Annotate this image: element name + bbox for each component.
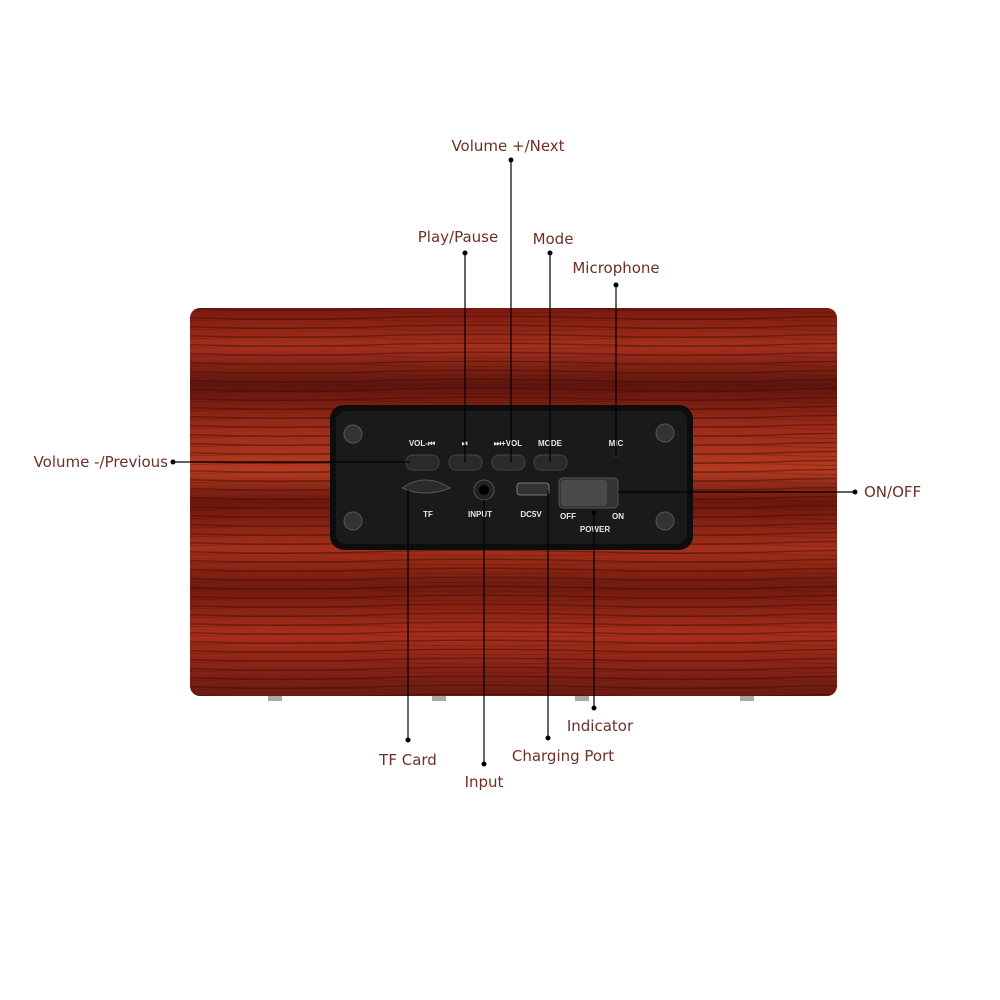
callout-volume-previous: Volume -/Previous bbox=[34, 453, 169, 471]
vol-minus-label: VOL-⏮ bbox=[409, 439, 435, 448]
volume-next-button[interactable] bbox=[491, 454, 526, 471]
charging-port[interactable] bbox=[516, 482, 550, 496]
vol-plus-label: ⏭+VOL bbox=[494, 439, 522, 448]
input-label: INPUT bbox=[468, 510, 492, 519]
callout-play-pause: Play/Pause bbox=[418, 228, 498, 246]
screw-icon bbox=[343, 424, 363, 444]
power-label: POWER bbox=[580, 525, 610, 534]
foot bbox=[268, 696, 282, 701]
callout-charging-port: Charging Port bbox=[512, 747, 614, 765]
callout-dots bbox=[170, 157, 858, 767]
callout-input: Input bbox=[465, 773, 504, 791]
callout-indicator: Indicator bbox=[567, 717, 634, 735]
screw-icon bbox=[343, 511, 363, 531]
control-panel: VOL-⏮ ⏯ ⏭+VOL MODE MIC TF INPUT DC5V OFF… bbox=[330, 405, 693, 550]
volume-previous-button[interactable] bbox=[405, 454, 440, 471]
callout-volume-next: Volume +/Next bbox=[451, 137, 564, 155]
callout-microphone: Microphone bbox=[572, 259, 659, 277]
screw-icon bbox=[655, 511, 675, 531]
foot bbox=[432, 696, 446, 701]
callout-mode: Mode bbox=[533, 230, 574, 248]
on-label: ON bbox=[612, 512, 624, 521]
callout-tf-card: TF Card bbox=[378, 751, 437, 769]
dc5v-label: DC5V bbox=[520, 510, 542, 519]
callout-lines bbox=[173, 160, 855, 764]
tf-label: TF bbox=[423, 510, 433, 519]
off-label: OFF bbox=[560, 512, 576, 521]
callout-on-off: ON/OFF bbox=[864, 483, 921, 501]
foot bbox=[740, 696, 754, 701]
foot bbox=[575, 696, 589, 701]
tf-card-slot[interactable] bbox=[400, 479, 452, 494]
screw-icon bbox=[655, 423, 675, 443]
